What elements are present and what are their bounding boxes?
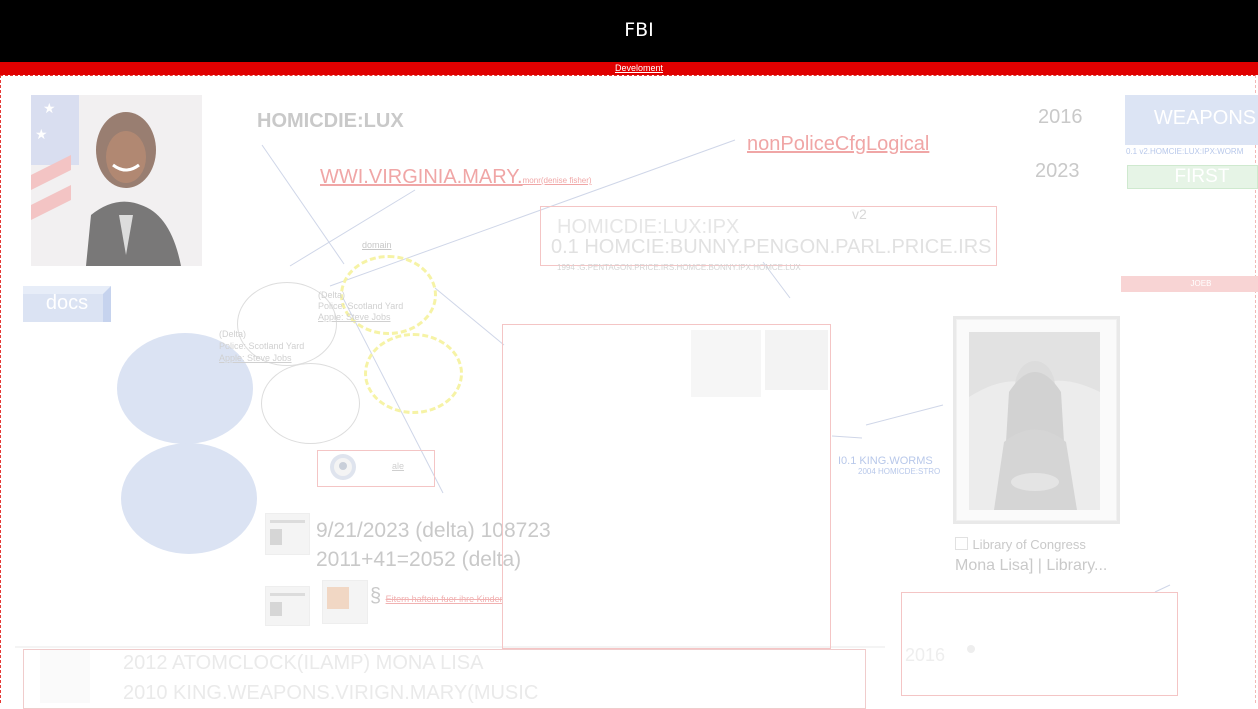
year-2016: 2016 [1038, 106, 1083, 128]
delta-2: (Delta) [219, 329, 247, 339]
library-source: Library of Congress [955, 536, 1086, 554]
status-bar [0, 62, 1258, 75]
apple-2: Apple: Steve Jobs [219, 353, 292, 363]
outline-ellipse-1 [237, 282, 337, 366]
thumbnail-2 [265, 586, 310, 626]
seal-icon [329, 453, 357, 481]
weapons-shape[interactable] [1125, 95, 1258, 145]
blue-ellipse-1[interactable] [117, 333, 253, 444]
year-2023: 2023 [1035, 160, 1080, 182]
king-title: I0.1 KING.WORMS [838, 455, 933, 467]
image-tile-1 [691, 330, 761, 397]
app-header [0, 0, 1258, 62]
domain-label: domain [362, 240, 392, 250]
slide-canvas [0, 75, 1256, 703]
joeb-label: JOEB [1190, 279, 1212, 288]
mona-lisa-icon [969, 332, 1100, 510]
section-text[interactable]: Eitern haftein fuer ihre Kinder [385, 594, 503, 604]
svg-text:★: ★ [35, 126, 48, 142]
apple-1: Apple: Steve Jobs [318, 312, 391, 322]
thumbnail-1 [265, 513, 310, 555]
center-tag: v2 [852, 206, 867, 222]
police-1: Police: Scotland Yard [318, 301, 404, 311]
library-caption[interactable]: Mona Lisa] | Library... [955, 557, 1108, 574]
bottom-line-2: 2010 KING.WEAPONS.VIRIGN.MARY(MUSIC [123, 682, 539, 704]
timeline-line-2: 2011+41=2052 (delta) [316, 548, 522, 571]
delta-1: (Delta) [318, 290, 346, 300]
blue-ellipse-2[interactable] [121, 443, 257, 554]
library-icon [955, 537, 968, 550]
yellow-ellipse-2 [364, 333, 463, 414]
joeb-shape[interactable] [1121, 276, 1258, 292]
weapons-label: WEAPONS [1153, 107, 1257, 129]
homicide-title: HOMICDIE:LUX [257, 110, 404, 132]
nonpolice-link[interactable]: nonPoliceCfgLogical [747, 133, 930, 155]
section-note: § Eitern haftein fuer ihre Kinder [370, 585, 503, 608]
status-link[interactable]: Develoment [614, 63, 664, 73]
image-tile-2 [765, 330, 828, 390]
center-line-1: HOMICDIE:LUX:IPX [557, 216, 740, 238]
king-sub: 2004 HOMICDE:STRO [858, 467, 941, 476]
center-text-box[interactable] [540, 206, 997, 266]
image-frame[interactable] [502, 324, 831, 649]
bottom-right-box[interactable] [901, 592, 1178, 696]
outline-ellipse-2 [261, 363, 360, 444]
library-source-text: Library of Congress [972, 537, 1086, 552]
bottom-dot [967, 645, 975, 653]
page-title: FBI [624, 19, 654, 41]
timeline-line-1: 9/21/2023 (delta) 108723 [316, 519, 551, 542]
center-line-3: 1994 :G.PENTAGON.PRICE.IRS.HOMCE.BONNY.I… [557, 263, 801, 272]
docs-shape[interactable] [23, 286, 111, 322]
delta-note-1: (Delta) Police: Scotland Yard Apple: Ste… [318, 290, 403, 323]
first-label: FIRST [1174, 166, 1230, 187]
bottom-year: 2016 [905, 645, 946, 665]
first-shape[interactable] [1127, 165, 1258, 189]
flag-photo-icon: ★ ★ [31, 95, 202, 266]
seal-badge[interactable] [317, 450, 435, 487]
center-line-2: 0.1 HOMCIE:BUNNY.PENGON.PARL.PRICE.IRS [551, 236, 992, 258]
svg-text:★: ★ [43, 100, 56, 116]
police-2: Police: Scotland Yard [219, 341, 305, 351]
delta-note-2: (Delta) Police: Scotland Yard Apple: Ste… [219, 328, 304, 364]
bottom-thumbnail [40, 650, 90, 703]
thumbnail-3 [322, 580, 368, 624]
yellow-ellipse-1 [340, 255, 437, 335]
weapons-sub: 0.1 v2.HOMCIE:LUX:IPX:WORM [1126, 147, 1244, 156]
seal-badge-text: ale [392, 461, 405, 471]
virginia-small: monr(denise fisher) [522, 176, 592, 185]
portrait-photo: ★ ★ [31, 95, 202, 266]
bottom-line-1: 2012 ATOMCLOCK(ILAMP) MONA LISA [123, 652, 484, 674]
section-symbol: § [370, 585, 382, 607]
docs-label: docs [45, 292, 89, 314]
virginia-title: WWI.VIRGINIA.MARY.monr(denise fisher) [320, 166, 592, 189]
virginia-link[interactable]: WWI.VIRGINIA.MARY. [320, 166, 523, 188]
